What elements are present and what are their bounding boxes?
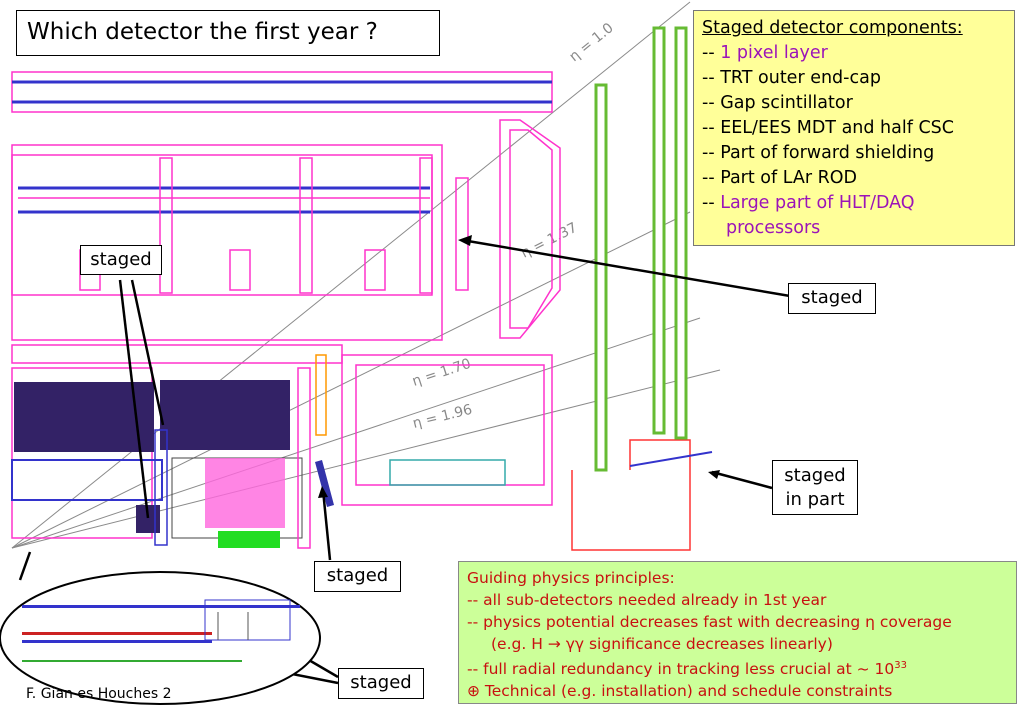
staged-item: -- EEL/EES MDT and half CSC bbox=[702, 118, 954, 138]
eta-label-1-70: η = 1.70 bbox=[410, 356, 473, 390]
guiding-line: (e.g. H → γγ significance decreases line… bbox=[491, 635, 833, 653]
guiding-line: ⊕ Technical (e.g. installation) and sche… bbox=[467, 682, 893, 701]
staged-item-highlight: Large part of HLT/DAQ bbox=[720, 193, 915, 213]
staged-label-bottom-mid: staged bbox=[314, 561, 401, 592]
staged-item: -- Part of forward shielding bbox=[702, 143, 935, 163]
calorimeter-region bbox=[11, 354, 334, 549]
guiding-principles-box: Guiding physics principles: -- all sub-d… bbox=[458, 561, 1017, 704]
guiding-superscript: 33 bbox=[894, 660, 907, 671]
page-title: Which detector the first year ? bbox=[16, 10, 440, 56]
footer-text: F. Gian es Houches 2 bbox=[26, 686, 172, 702]
staged-item: -- 1 pixel layer bbox=[702, 43, 828, 63]
callout-line-left-2 bbox=[130, 279, 165, 426]
guiding-line: -- full radial redundancy in tracking le… bbox=[467, 660, 907, 679]
eta-label-1-96: η = 1.96 bbox=[411, 402, 474, 432]
eta-line-1-37 bbox=[11, 211, 691, 549]
callout-line-zoom bbox=[18, 551, 32, 581]
callout-line-right bbox=[461, 238, 791, 298]
staged-in-part-line-2: in part bbox=[785, 489, 845, 510]
callout-line-staged-in-part bbox=[711, 470, 773, 490]
eta-label-1-0: η = 1.0 bbox=[566, 20, 616, 65]
zoom-inset bbox=[0, 571, 321, 705]
staged-in-part-line-1: staged bbox=[784, 465, 846, 486]
staged-label-right: staged bbox=[788, 283, 876, 314]
staged-label-top-left: staged bbox=[80, 245, 162, 275]
guiding-line: -- physics potential decreases fast with… bbox=[467, 613, 952, 631]
staged-item: -- Part of LAr ROD bbox=[702, 168, 858, 188]
guiding-line: -- all sub-detectors needed already in 1… bbox=[467, 591, 827, 609]
staged-components-heading: Staged detector components: bbox=[702, 18, 963, 38]
staged-item-highlight: 1 pixel layer bbox=[720, 43, 828, 63]
staged-components-box: Staged detector components: -- 1 pixel l… bbox=[693, 10, 1015, 246]
staged-in-part-label: staged in part bbox=[772, 460, 858, 515]
staged-item: -- TRT outer end-cap bbox=[702, 68, 881, 88]
guiding-heading: Guiding physics principles: bbox=[467, 569, 675, 587]
endcap-wheels bbox=[594, 26, 688, 472]
staged-item: -- Gap scintillator bbox=[702, 93, 853, 113]
forward-region bbox=[341, 354, 713, 551]
staged-label-bottom: staged bbox=[338, 668, 424, 699]
callout-line-left-1 bbox=[118, 279, 150, 519]
callout-line-bottom-mid bbox=[321, 489, 332, 561]
staged-item-continuation: processors bbox=[726, 218, 821, 238]
barrel-muon-region bbox=[11, 71, 561, 364]
staged-item: -- Large part of HLT/DAQ bbox=[702, 193, 915, 213]
eta-line-1-0 bbox=[11, 1, 691, 549]
eta-lines bbox=[11, 1, 721, 549]
